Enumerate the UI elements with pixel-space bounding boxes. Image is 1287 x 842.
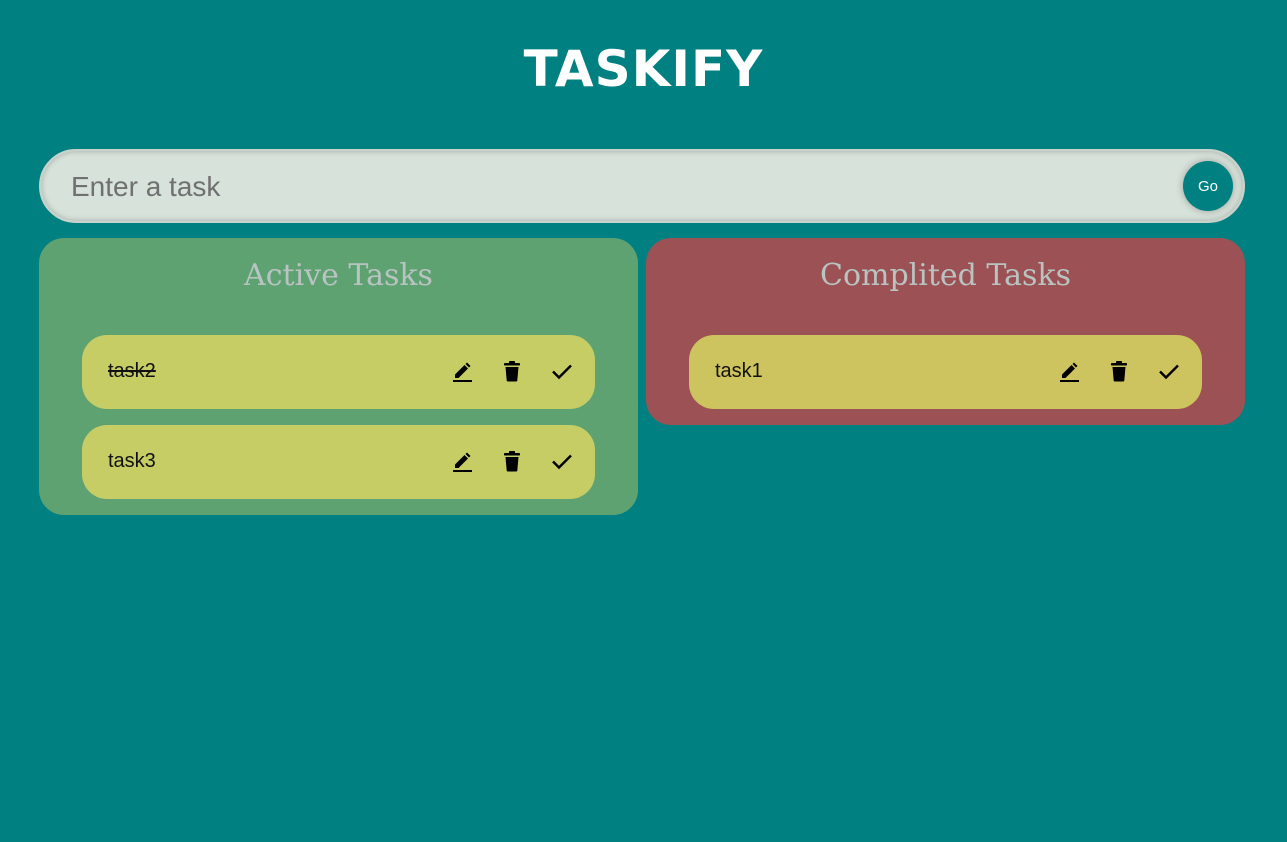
task-text: task3: [108, 450, 156, 472]
task-input-form: Go: [39, 149, 1245, 223]
completed-task-list: task1: [689, 335, 1202, 425]
task-text: task2: [108, 360, 156, 382]
active-tasks-panel: Active Tasks task2 task3: [39, 238, 638, 515]
delete-icon[interactable]: [500, 359, 524, 383]
go-button[interactable]: Go: [1183, 161, 1233, 211]
task-card[interactable]: task3: [82, 425, 595, 499]
task-card[interactable]: task1: [689, 335, 1202, 409]
delete-icon[interactable]: [1107, 359, 1131, 383]
app-title: TASKIFY: [523, 40, 764, 98]
task-text: task1: [715, 360, 763, 382]
edit-icon[interactable]: [1057, 359, 1081, 383]
task-input[interactable]: [69, 161, 1153, 213]
completed-tasks-panel: Complited Tasks task1: [646, 238, 1245, 425]
edit-icon[interactable]: [450, 359, 474, 383]
task-card[interactable]: task2: [82, 335, 595, 409]
edit-icon[interactable]: [450, 449, 474, 473]
active-task-list: task2 task3: [82, 335, 595, 515]
active-tasks-heading: Active Tasks: [244, 258, 433, 293]
completed-tasks-heading: Complited Tasks: [820, 258, 1071, 293]
check-icon[interactable]: [1157, 359, 1181, 383]
check-icon[interactable]: [550, 449, 574, 473]
check-icon[interactable]: [550, 359, 574, 383]
delete-icon[interactable]: [500, 449, 524, 473]
